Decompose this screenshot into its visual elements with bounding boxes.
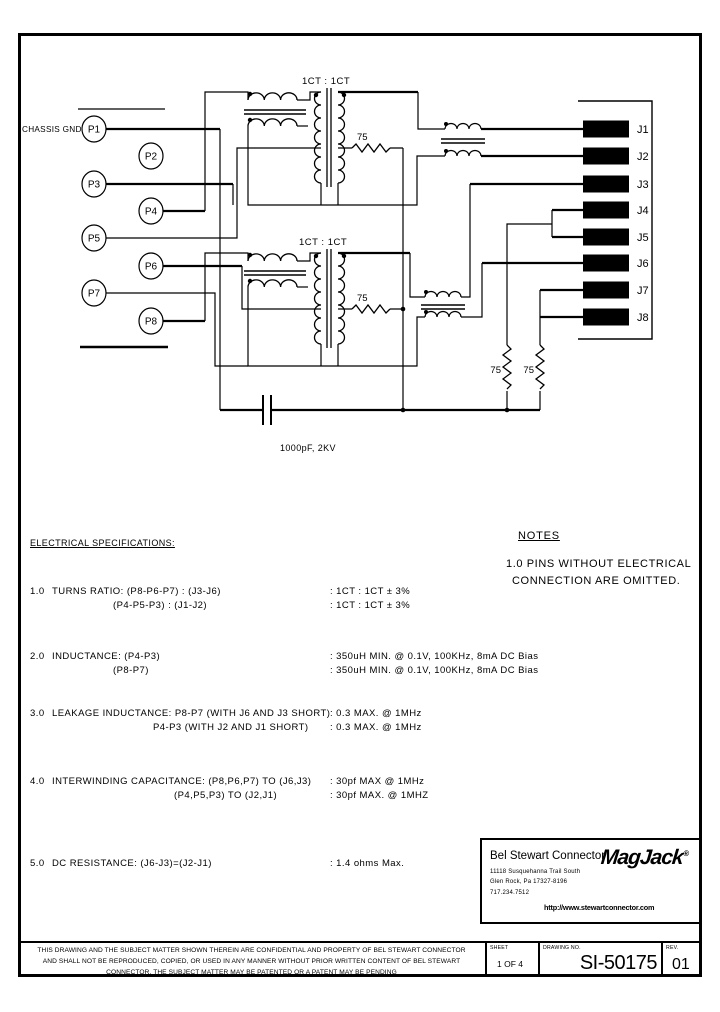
pin-p1: P1 xyxy=(81,115,107,143)
common-mode-choke-2 xyxy=(244,252,306,288)
pin-p5: P5 xyxy=(81,224,107,252)
svg-text:P1: P1 xyxy=(88,125,101,136)
company-url: http://www.stewartconnector.com xyxy=(544,903,655,912)
company-address-2: Glen Rock, Pa 17327-8196 xyxy=(490,879,568,885)
j-pads: J1 J2 J3 J4 J5 J6 J7 J8 xyxy=(583,120,649,326)
schematic: CHASSIS GND xyxy=(22,76,653,453)
pad-j1: J1 xyxy=(583,120,649,138)
notes-title: NOTES xyxy=(518,530,560,542)
revision-cell: REV. 01 xyxy=(663,943,702,977)
resistor-75-1 xyxy=(351,142,391,154)
resistor-75-2 xyxy=(351,303,391,315)
pin-p7: P7 xyxy=(81,279,107,307)
company-title-block: Bel Stewart Connector 11118 Susquehanna … xyxy=(480,838,702,924)
resistor-75-3-label: 75 xyxy=(490,365,501,376)
magjack-logo: MagJack® xyxy=(600,846,689,869)
pad-j8: J8 xyxy=(583,308,649,326)
revision-label: REV. xyxy=(666,945,679,951)
svg-text:P3: P3 xyxy=(88,180,101,191)
sheet-value: 1 OF 4 xyxy=(497,959,523,969)
wires-thin xyxy=(106,91,553,410)
legal-notice: THIS DRAWING AND THE SUBJECT MATTER SHOW… xyxy=(18,943,487,977)
pin-p6: P6 xyxy=(138,252,164,280)
pin-p8: P8 xyxy=(138,307,164,335)
capacitor-label: 1000pF, 2KV xyxy=(280,443,336,453)
transformer-1 xyxy=(313,88,347,187)
sheet-cell: SHEET 1 OF 4 xyxy=(487,943,540,977)
pad-j5: J5 xyxy=(583,228,649,246)
company-name: Bel Stewart Connector xyxy=(490,850,606,862)
chassis-gnd-label: CHASSIS GND xyxy=(22,125,82,134)
transformer-2 xyxy=(313,249,347,348)
svg-text:P5: P5 xyxy=(88,234,101,245)
svg-text:J7: J7 xyxy=(637,285,649,297)
pin-p2: P2 xyxy=(138,142,164,170)
company-phone: 717.234.7512 xyxy=(490,890,530,896)
pad-j6: J6 xyxy=(583,254,649,272)
transformer-1-label: 1CT : 1CT xyxy=(302,76,350,87)
pad-j4: J4 xyxy=(583,201,649,219)
notes-body: 1.0 PINS WITHOUT ELECTRICAL CONNECTION A… xyxy=(506,558,692,587)
svg-text:J3: J3 xyxy=(637,179,649,191)
pin-p4: P4 xyxy=(138,197,164,225)
svg-text:J2: J2 xyxy=(637,151,649,163)
pad-j2: J2 xyxy=(583,147,649,165)
svg-text:J8: J8 xyxy=(637,312,649,324)
resistor-75-1-label: 75 xyxy=(357,132,368,143)
footer-strip: THIS DRAWING AND THE SUBJECT MATTER SHOW… xyxy=(18,941,702,977)
svg-text:P4: P4 xyxy=(145,207,158,218)
svg-text:P8: P8 xyxy=(145,317,158,328)
svg-text:P6: P6 xyxy=(145,262,158,273)
wires-thick xyxy=(106,90,583,412)
pad-j7: J7 xyxy=(583,281,649,299)
pad-j3: J3 xyxy=(583,175,649,193)
resistor-75-3 xyxy=(501,344,513,390)
svg-text:J6: J6 xyxy=(637,258,649,270)
common-mode-choke-4 xyxy=(421,290,465,318)
svg-text:J1: J1 xyxy=(637,124,649,136)
svg-text:P7: P7 xyxy=(88,289,101,300)
drawing-number-value: SI-50175 xyxy=(579,952,658,974)
specs-title: ELECTRICAL SPECIFICATIONS: xyxy=(30,538,175,548)
capacitor xyxy=(262,395,272,425)
sheet-label: SHEET xyxy=(490,945,509,951)
junction-dots xyxy=(400,306,510,413)
drawing-number-label: DRAWING NO. xyxy=(543,945,581,951)
transformer-2-label: 1CT : 1CT xyxy=(299,237,347,248)
svg-text:P2: P2 xyxy=(145,152,158,163)
resistor-75-4 xyxy=(534,344,546,390)
svg-text:J4: J4 xyxy=(637,205,649,217)
common-mode-choke-1 xyxy=(244,91,306,127)
company-address-1: 11118 Susquehanna Trail South xyxy=(490,869,581,875)
resistors xyxy=(351,142,546,390)
resistor-75-2-label: 75 xyxy=(357,293,368,304)
drawing-number-cell: DRAWING NO. SI-50175 xyxy=(540,943,663,977)
svg-text:J5: J5 xyxy=(637,232,649,244)
common-mode-choke-3 xyxy=(441,122,485,157)
revision-value: 01 xyxy=(672,956,690,973)
drawing-frame xyxy=(18,33,702,977)
resistor-75-4-label: 75 xyxy=(523,365,534,376)
pin-p3: P3 xyxy=(81,170,107,198)
j-connector-bracket xyxy=(578,100,653,340)
p-pins: P1 P2 P3 P4 P5 P6 P7 P8 xyxy=(81,115,164,335)
